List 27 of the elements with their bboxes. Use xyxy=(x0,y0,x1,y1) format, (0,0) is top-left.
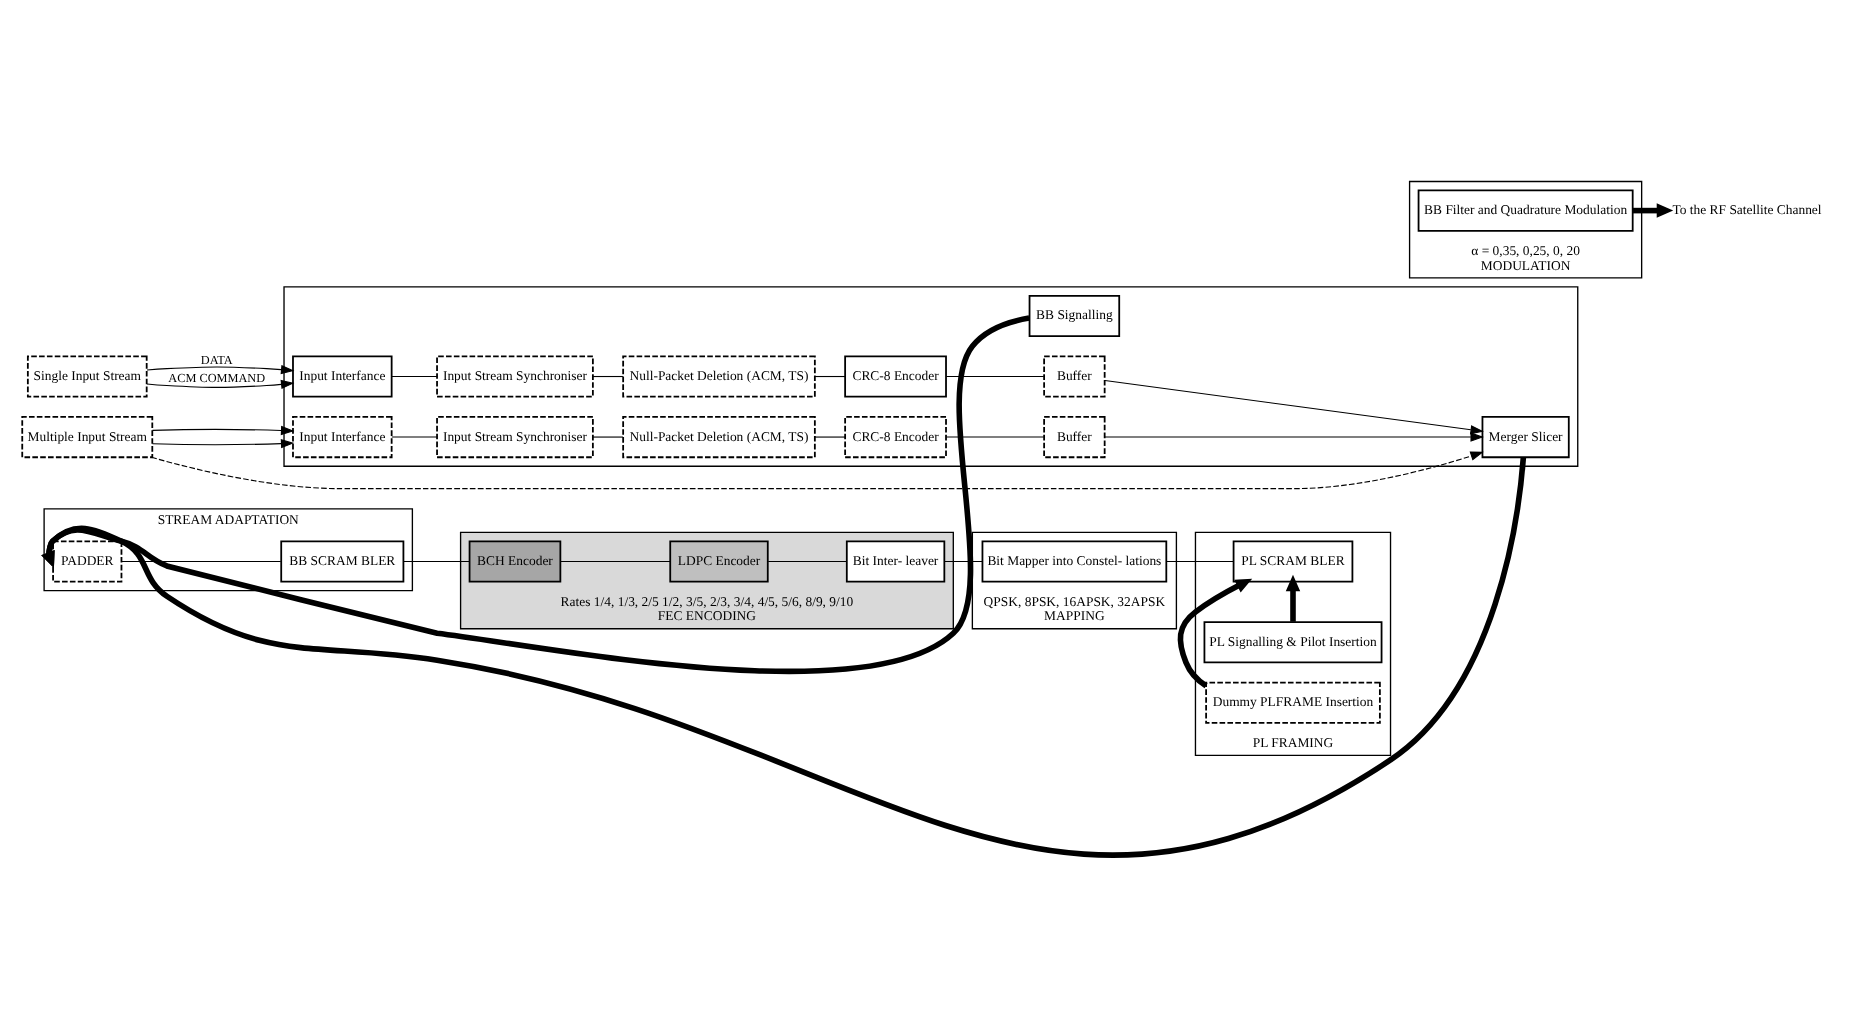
cluster xyxy=(283,285,1579,466)
connector xyxy=(592,374,624,377)
connector xyxy=(814,374,846,377)
arrow xyxy=(1104,431,1484,441)
connector xyxy=(391,435,438,437)
connector xyxy=(391,374,438,377)
arrow xyxy=(1177,577,1253,688)
connector xyxy=(121,559,282,562)
connector xyxy=(943,559,983,562)
arrow xyxy=(1632,202,1674,217)
arrow xyxy=(151,450,1484,489)
connector xyxy=(945,374,1045,377)
connector xyxy=(402,559,470,562)
arrow xyxy=(146,378,295,389)
arrow xyxy=(146,363,295,374)
arrow xyxy=(41,314,1030,673)
arrow xyxy=(151,424,295,435)
connector xyxy=(814,435,846,437)
arrow xyxy=(1104,378,1484,434)
connector xyxy=(1165,559,1234,562)
connector xyxy=(945,435,1045,437)
arrow xyxy=(1285,573,1301,621)
connector xyxy=(592,435,624,437)
connector xyxy=(559,559,671,562)
arrow xyxy=(41,456,1527,856)
connector xyxy=(767,559,848,562)
arrow xyxy=(151,437,295,448)
